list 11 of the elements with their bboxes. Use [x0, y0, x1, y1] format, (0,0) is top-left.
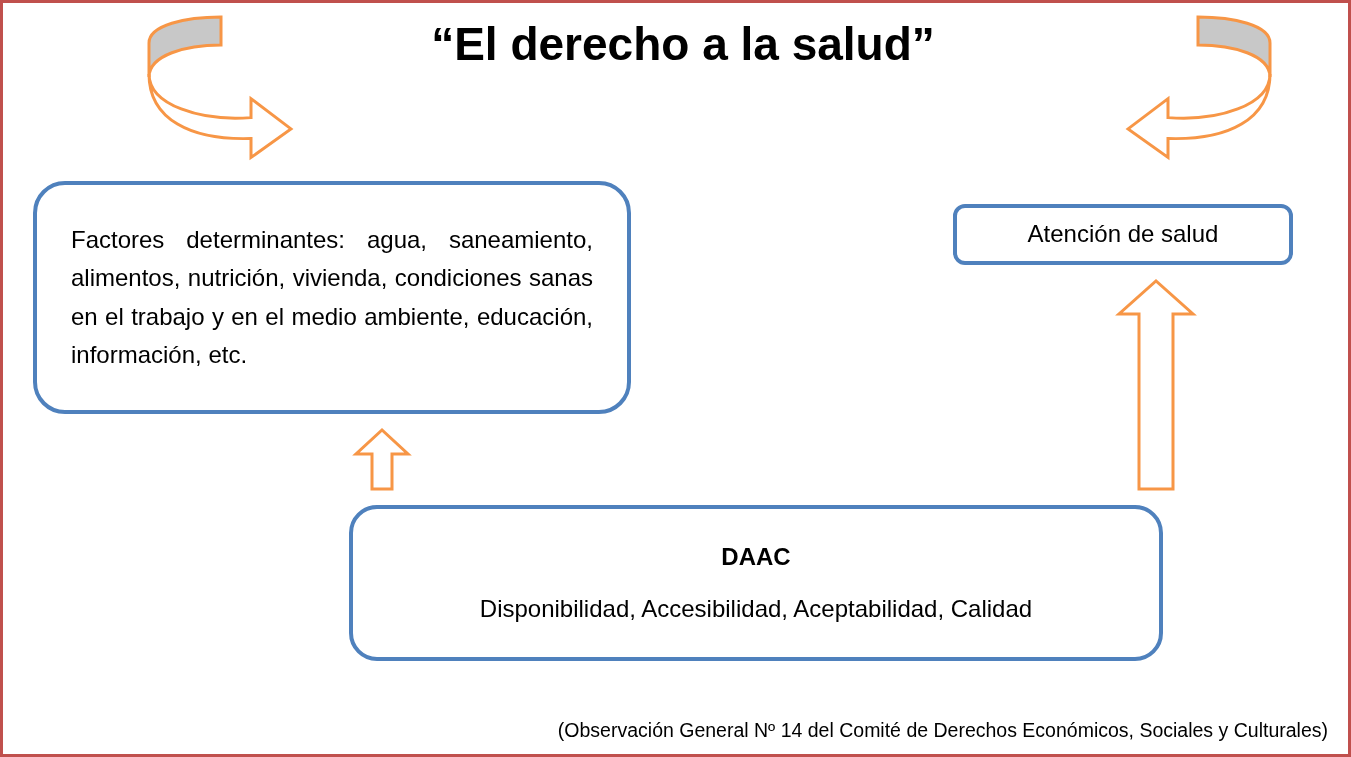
rounded-box — [953, 204, 1293, 265]
rounded-box — [33, 181, 631, 414]
box-text: Atención de salud — [1026, 219, 1220, 250]
box-heading: DAAC — [720, 541, 792, 572]
title: “El derecho a la salud” — [430, 17, 936, 71]
rounded-box — [349, 505, 1163, 661]
caption: (Observación General Nº 14 del Comité de Derechos Económicos, Sociales y Culturales) — [557, 719, 1328, 742]
block-arrow — [1115, 279, 1197, 491]
box-text: Factores determinantes: agua, saneamiento, alimentos, nutrición, vivienda, condiciones sanas en el trabajo y en el medio ambiente, educación, información, etc. — [71, 224, 593, 370]
block-arrow — [352, 427, 412, 491]
box-text: Disponibilidad, Accesibilidad, Aceptabilidad, Calidad — [478, 594, 1034, 624]
